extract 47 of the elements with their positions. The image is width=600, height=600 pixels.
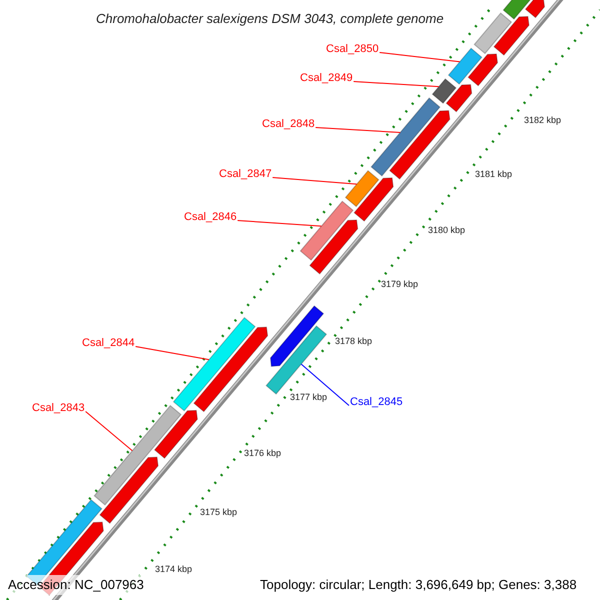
gene-label: Csal_2849	[300, 72, 353, 85]
gene-bar	[448, 48, 482, 85]
scale-label: 3176 kbp	[244, 447, 282, 460]
gene-bar	[432, 78, 457, 104]
accession-text: Accession: NC_007963	[8, 575, 144, 594]
gene-feature	[309, 219, 358, 275]
scale-label: 3181 kbp	[475, 168, 512, 181]
gene-feature	[524, 0, 546, 18]
scale-label: 3178 kbp	[335, 335, 372, 348]
gene-feature	[446, 84, 472, 112]
gene-label: Csal_2850	[326, 43, 379, 56]
gene-bar	[474, 12, 512, 54]
scale-label: 3180 kbp	[428, 224, 466, 237]
gene-bar	[300, 200, 354, 261]
scale-label: 3179 kbp	[381, 278, 418, 291]
leader-line	[85, 411, 133, 452]
leader-line	[237, 220, 322, 227]
leader-line	[135, 346, 210, 360]
gene-bar	[172, 316, 256, 412]
leader-line	[353, 81, 440, 88]
gene-label: Csal_2844	[82, 337, 135, 350]
scale-label: 3174 kbp	[155, 563, 192, 576]
gene-label: Csal_2848	[262, 118, 315, 131]
gene-feature	[389, 110, 450, 180]
gene-label: Csal_2846	[184, 211, 237, 224]
gene-label: Csal_2847	[219, 168, 272, 181]
scale-label: 3177 kbp	[290, 391, 328, 404]
gene-feature	[354, 177, 394, 222]
gene-feature	[493, 16, 530, 56]
leader-line	[272, 177, 358, 185]
gene-bar	[94, 404, 182, 506]
gene-feature	[270, 305, 324, 367]
leader-line	[379, 52, 460, 62]
scale-label: 3182 kbp	[524, 114, 562, 127]
gene-label: Csal_2843	[32, 402, 85, 415]
leader-line	[315, 127, 401, 133]
gene-label: Csal_2845	[350, 396, 403, 409]
gene-feature	[193, 326, 268, 412]
gene-bar	[502, 0, 531, 20]
gene-feature	[154, 410, 198, 459]
scale-label: 3175 kbp	[200, 506, 238, 519]
gene-bar	[344, 170, 380, 208]
gene-feature	[468, 53, 498, 86]
gene-bar	[266, 325, 328, 395]
leader-line	[300, 364, 350, 406]
gene-bar	[370, 97, 441, 177]
gene-feature	[99, 456, 159, 524]
